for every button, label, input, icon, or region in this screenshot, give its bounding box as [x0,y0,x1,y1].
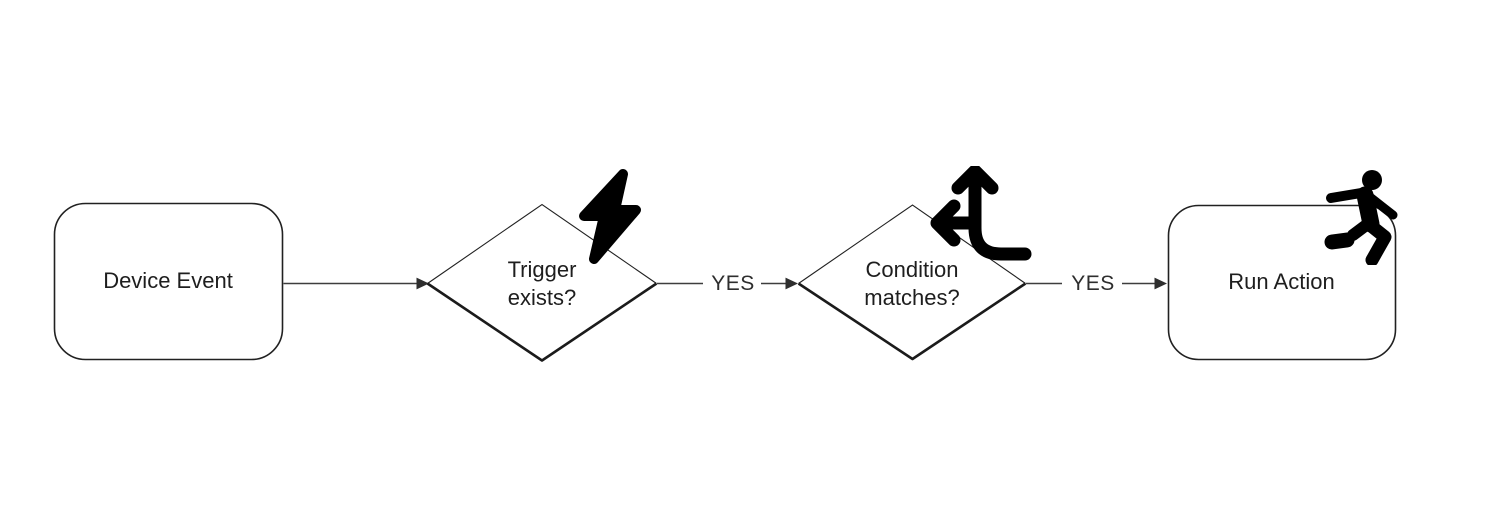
edge-label-yes-1: YES [711,272,755,295]
edge-label-yes-2: YES [1071,272,1115,295]
node-trigger-exists-shape [426,203,658,362]
edge-device-event-to-trigger [283,277,429,290]
arrowhead-icon [785,277,798,290]
edge-trigger-to-condition [657,277,798,290]
arrowhead-icon [416,277,429,290]
arrowhead-icon [1154,277,1167,290]
edge-condition-to-run-action [1026,277,1167,290]
split-arrows-icon [930,166,1032,261]
running-person-icon [1324,170,1398,265]
lightning-bolt-icon [579,169,641,264]
node-device-event-shape [53,202,284,361]
